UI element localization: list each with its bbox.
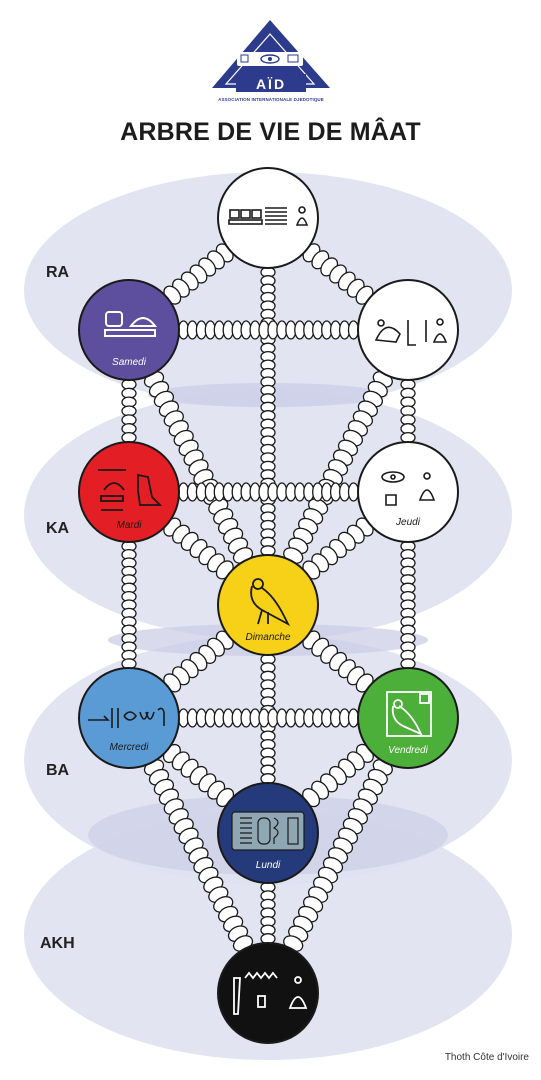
day-label-mercredi: Mercredi — [109, 742, 149, 753]
hieroglyph-glyph-icon — [98, 469, 163, 511]
hieroglyph-glyph-icon — [228, 206, 309, 226]
sphere-right-top — [357, 279, 459, 381]
hieroglyph-glyph-icon — [88, 707, 165, 728]
hieroglyph-glyph-icon — [104, 311, 158, 337]
sphere-mardi — [78, 441, 180, 543]
sphere-jeudi — [357, 441, 459, 543]
sphere-top — [217, 167, 319, 269]
day-label-vendredi: Vendredi — [388, 745, 428, 756]
day-label-samedi: Samedi — [112, 357, 146, 368]
hieroglyph-glyph-icon — [233, 971, 308, 1015]
falcon-in-house-icon — [386, 691, 432, 737]
day-label-mardi: Mardi — [116, 520, 142, 531]
level-label-ba: BA — [46, 762, 70, 779]
level-label-akh: AKH — [40, 935, 75, 952]
sphere-vendredi — [357, 667, 459, 769]
credit-text: Thoth Côte d'Ivoire — [444, 1052, 529, 1063]
sphere-lundi — [217, 782, 319, 884]
hieroglyph-glyph-icon — [374, 318, 448, 346]
day-label-jeudi: Jeudi — [396, 517, 420, 528]
logo-subtitle: ASSOCIATION INTERNATIONALE DJEDOTIQUE — [218, 97, 324, 102]
falcon-icon — [250, 578, 291, 627]
sphere-samedi — [78, 279, 180, 381]
aid-logo — [212, 20, 330, 92]
sphere-mercredi — [78, 667, 180, 769]
sphere-bottom — [217, 942, 319, 1044]
day-label-lundi: Lundi — [255, 860, 281, 871]
hieroglyph-glyph-icon — [231, 811, 305, 851]
level-label-ka: KA — [46, 520, 70, 537]
hieroglyph-glyph-icon — [381, 471, 436, 506]
logo-text: AÏD — [255, 76, 287, 92]
page-title: ARBRE DE VIE DE MÂAT — [120, 118, 421, 146]
sphere-dimanche — [217, 554, 319, 656]
level-label-ra: RA — [46, 264, 70, 281]
day-label-dimanche: Dimanche — [245, 632, 291, 643]
eye-icon — [260, 54, 280, 64]
